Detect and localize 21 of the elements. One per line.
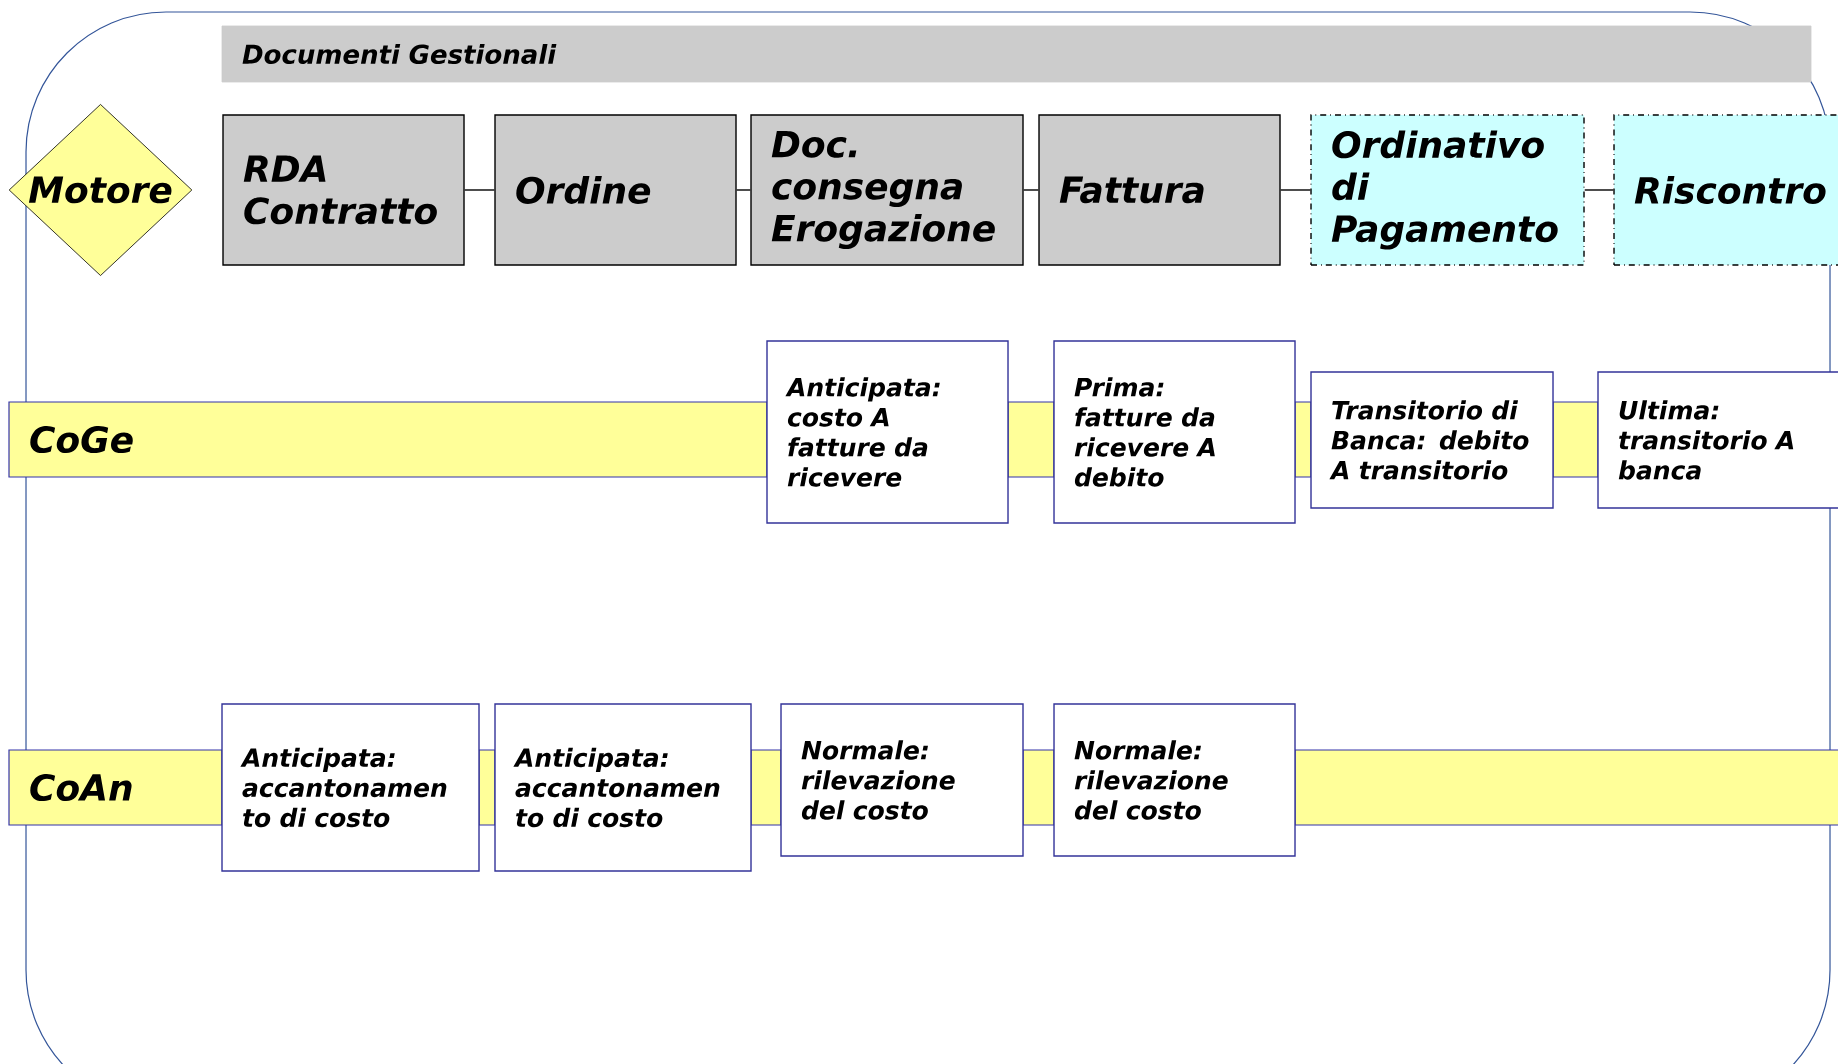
entry-box: Ultima: transitorio A banca	[1597, 371, 1838, 509]
entry-box: Anticipata: accantonamen to di costo	[494, 703, 752, 872]
header-band: Documenti Gestionali	[221, 25, 1812, 83]
entry-box: Anticipata: accantonamen to di costo	[221, 703, 480, 872]
entry-box: Normale: rilevazione del costo	[1053, 703, 1296, 857]
connector-line	[1584, 189, 1614, 191]
document-box: Fattura	[1038, 114, 1281, 266]
connector-line	[464, 189, 495, 191]
connector-line	[1280, 189, 1311, 191]
document-box: Riscontro	[1613, 114, 1838, 266]
connector-line	[736, 189, 751, 191]
document-box: Doc. consegna Erogazione	[750, 114, 1024, 266]
document-box: Ordine	[494, 114, 737, 266]
entry-box: Normale: rilevazione del costo	[780, 703, 1024, 857]
entry-box: Transitorio di Banca: debito A transitorio	[1310, 371, 1554, 509]
connector-line	[1023, 189, 1039, 191]
document-box: RDA Contratto	[222, 114, 465, 266]
node-label: CoAn	[30, 773, 132, 802]
entry-box: Prima: fatture da ricevere A debito	[1053, 340, 1296, 524]
document-box: Ordinativo di Pagamento	[1310, 114, 1585, 266]
entry-box: Anticipata: costo A fatture da ricevere	[766, 340, 1009, 524]
